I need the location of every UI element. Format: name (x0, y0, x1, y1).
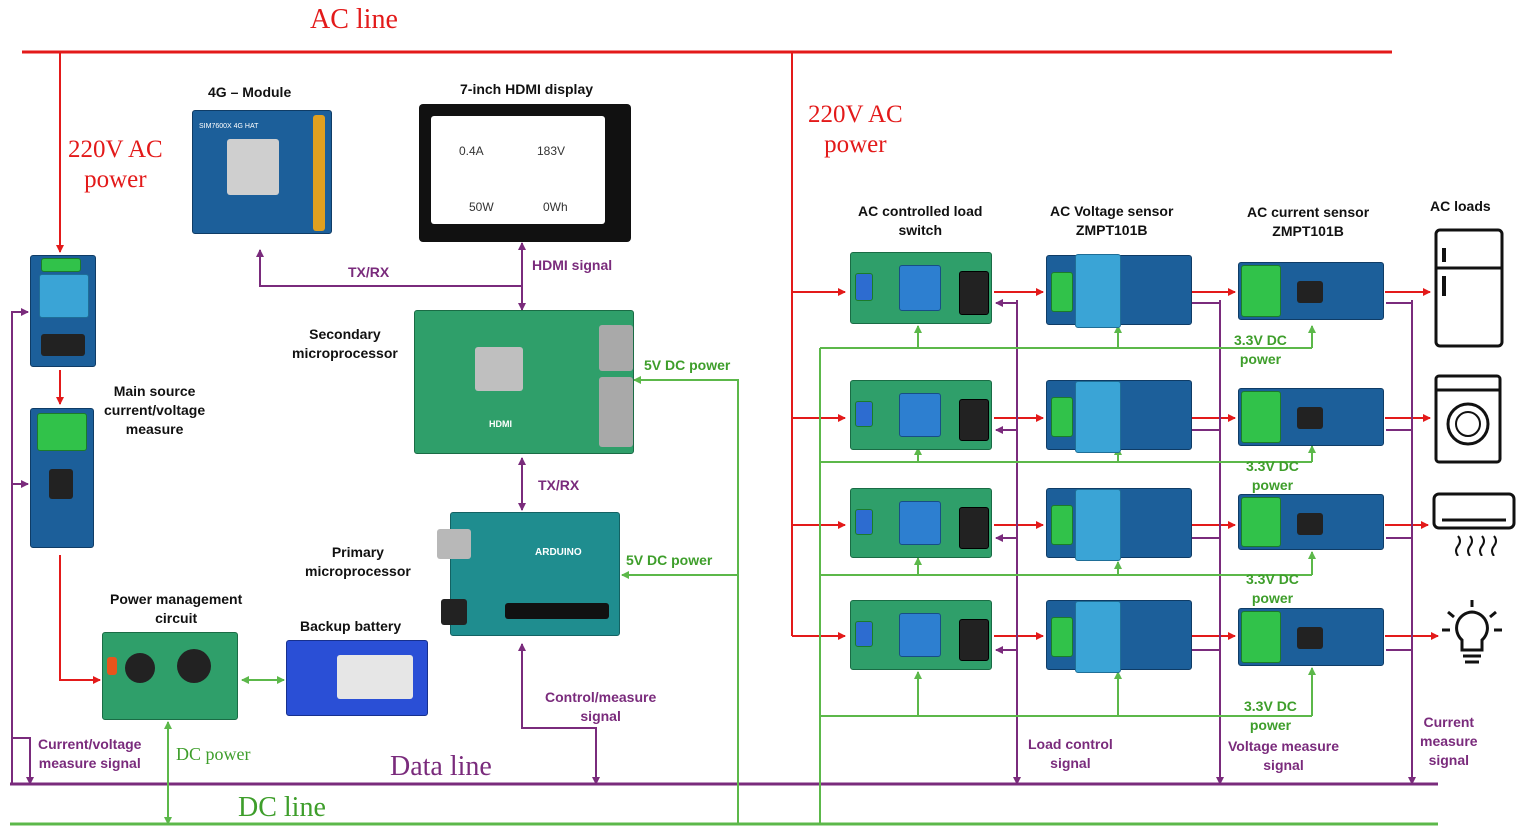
voltage-sensor-module (1046, 380, 1192, 453)
power-management-board (102, 632, 238, 720)
relay-module (850, 252, 992, 324)
current-sensor-module (1238, 388, 1384, 446)
gauge-voltage: 183V (537, 144, 566, 158)
5v-power-mid-label: 5V DC power (626, 552, 713, 568)
ac-line-label: AC line (310, 4, 398, 35)
hdmi-display: 0.4A 183V 50W 0Wh (419, 104, 631, 242)
dc-line-label: DC line (238, 792, 326, 823)
relay-module (850, 488, 992, 558)
relay-module (850, 600, 992, 670)
4g-module-label: 4G – Module (208, 84, 292, 100)
hat-label: SIM7600X 4G HAT (199, 123, 259, 130)
backup-battery (286, 640, 428, 716)
tx-rx-top-label: TX/RX (348, 264, 390, 280)
ac-loads-label: AC loads (1430, 198, 1491, 214)
washing-machine-icon (1434, 374, 1502, 464)
hdmi-display-label: 7-inch HDMI display (460, 81, 594, 97)
gauge-energy: 0Wh (543, 200, 568, 214)
relay-module (850, 380, 992, 450)
main-voltage-sensor (30, 255, 96, 367)
light-bulb-icon (1442, 600, 1502, 664)
hdmi-signal-label: HDMI signal (532, 257, 613, 273)
gauge-current: 0.4A (459, 144, 484, 158)
tx-rx-mid-label: TX/RX (538, 477, 580, 493)
main-current-sensor (30, 408, 94, 548)
current-sensor-module (1238, 262, 1384, 320)
data-line-label: Data line (390, 751, 492, 782)
voltage-sensor-module (1046, 254, 1192, 328)
4g-module-board: SIM7600X 4G HAT (192, 110, 332, 234)
dc-power-label: DC power (176, 744, 251, 764)
arduino-logo-text: ARDUINO (535, 547, 582, 558)
air-conditioner-icon (1432, 492, 1516, 556)
fridge-icon (1434, 228, 1504, 348)
voltage-sensor-module (1046, 488, 1192, 561)
hdmi-port-label: HDMI (489, 419, 512, 429)
arduino-board: ARDUINO (437, 512, 620, 636)
gauge-power: 50W (469, 200, 494, 214)
raspberry-pi-board: HDMI (414, 310, 634, 454)
backup-battery-label: Backup battery (300, 618, 402, 634)
voltage-sensor-module (1046, 600, 1192, 673)
current-sensor-module (1238, 494, 1384, 550)
current-sensor-module (1238, 608, 1384, 666)
5v-power-top-label: 5V DC power (644, 357, 731, 373)
